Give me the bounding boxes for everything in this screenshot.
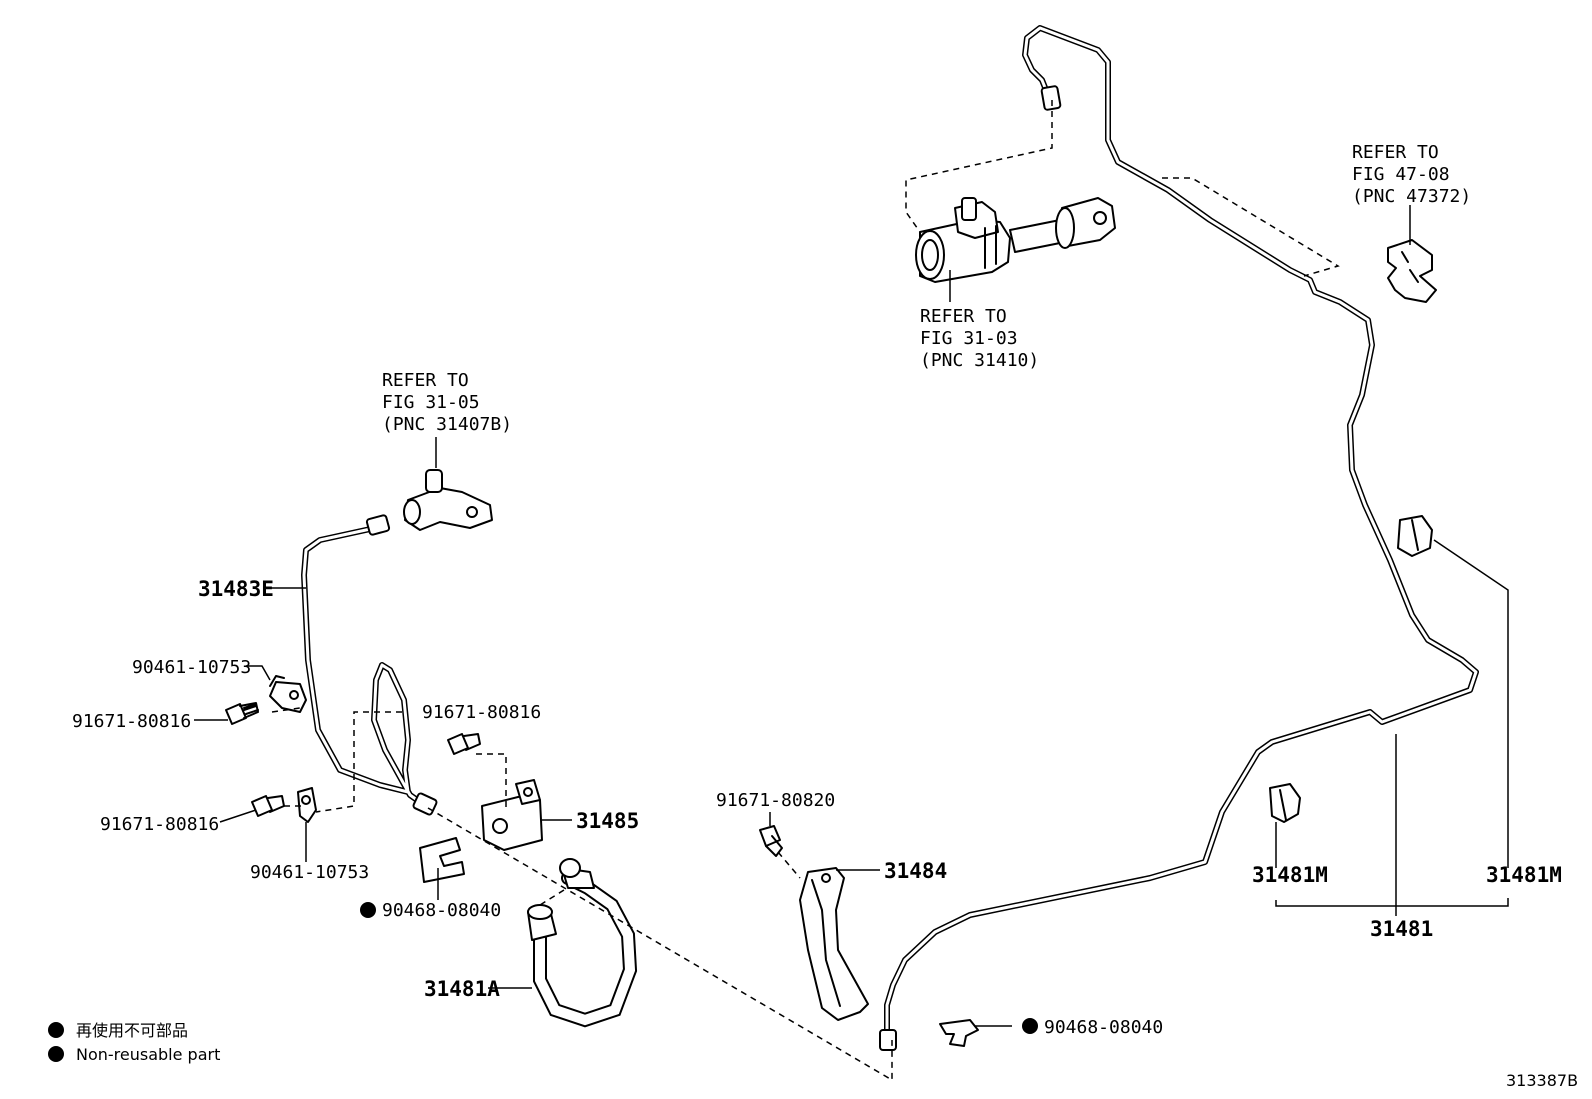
ref-master-line1: REFER TO: [920, 306, 1007, 327]
bolt-91671-left-top: [225, 702, 259, 725]
flexible-hose-31481a: [527, 858, 638, 1028]
non-reusable-dot-right: [1022, 1018, 1038, 1034]
bracket-31484: [799, 867, 869, 1021]
label-90461-bottom: 90461-10753: [250, 862, 369, 883]
label-90461-top: 90461-10753: [132, 657, 251, 678]
clip-90468-left: [419, 837, 465, 883]
bracket-31485: [481, 779, 543, 851]
ref-release-line1: REFER TO: [382, 370, 469, 391]
label-31483e: 31483E: [198, 577, 274, 601]
clutch-pipe-31481: [879, 25, 1479, 1051]
ref-4708-line2: FIG 47-08: [1352, 164, 1450, 185]
ref-fig-47-08: REFER TO FIG 47-08 (PNC 47372): [1352, 142, 1471, 207]
label-91671-mid: 91671-80816: [422, 702, 541, 723]
figure-number: 313387B: [1506, 1071, 1578, 1090]
ref-release-line2: FIG 31-05: [382, 392, 480, 413]
label-31481a: 31481A: [424, 977, 500, 1001]
legend-en: Non-reusable part: [76, 1045, 220, 1064]
label-90468-left: 90468-08040: [382, 900, 501, 921]
label-91671-left-mid: 91671-80816: [100, 814, 219, 835]
legend-dot-jp: [48, 1022, 64, 1038]
leader-lines: [194, 539, 1509, 1027]
label-31481: 31481: [1370, 917, 1433, 941]
ref-release-cylinder: REFER TO FIG 31-05 (PNC 31407B): [382, 370, 512, 435]
non-reusable-dot-left: [360, 902, 376, 918]
legend-jp: 再使用不可部品: [76, 1021, 188, 1040]
bolt-91671-80820: [759, 825, 783, 857]
label-90468-right: 90468-08040: [1044, 1017, 1163, 1038]
union-31407b: [403, 469, 493, 531]
bracket-47372: [1387, 239, 1437, 303]
label-31481m-right: 31481M: [1486, 863, 1562, 887]
ref-4708-line1: REFER TO: [1352, 142, 1439, 163]
ref-master-line2: FIG 31-03: [920, 328, 1018, 349]
label-31485: 31485: [576, 809, 639, 833]
label-31484: 31484: [884, 859, 947, 883]
dashed-lines: [271, 100, 1340, 1082]
bolt-91671-left-mid: [251, 795, 285, 817]
label-91671-80820: 91671-80820: [716, 790, 835, 811]
clamp-90461-bottom: [297, 787, 317, 823]
pipe-31483e: [301, 514, 438, 816]
clip-90468-right: [939, 1019, 979, 1047]
clutch-master-cylinder: [915, 197, 1116, 283]
bolt-91671-mid: [447, 733, 481, 755]
grommet-31481m-upper: [1397, 515, 1433, 557]
ref-release-line3: (PNC 31407B): [382, 414, 512, 435]
ref-master-cylinder: REFER TO FIG 31-03 (PNC 31410): [920, 306, 1039, 371]
label-31481m-left: 31481M: [1252, 863, 1328, 887]
ref-4708-line3: (PNC 47372): [1352, 186, 1471, 207]
grommet-31481m-lower: [1269, 783, 1301, 823]
label-91671-left-top: 91671-80816: [72, 711, 191, 732]
clamp-90461-top: [269, 675, 307, 713]
legend: 再使用不可部品 Non-reusable part: [48, 1021, 220, 1064]
legend-dot-en: [48, 1046, 64, 1062]
ref-master-line3: (PNC 31410): [920, 350, 1039, 371]
